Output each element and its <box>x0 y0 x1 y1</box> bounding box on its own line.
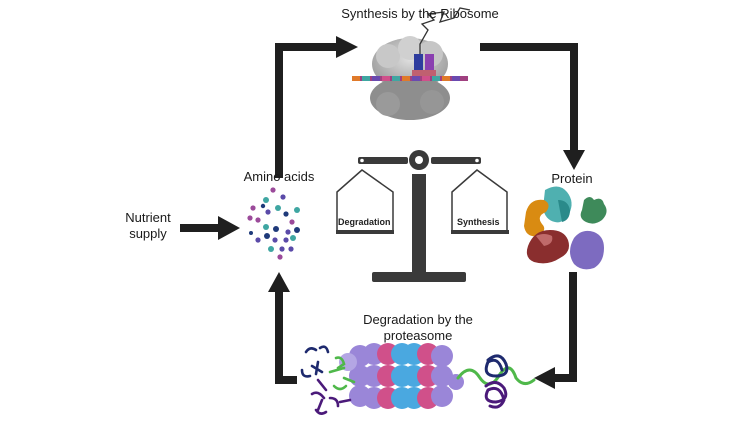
balance-synthesis-label: Synthesis <box>457 217 500 227</box>
balance-degradation-label: Degradation <box>338 217 391 227</box>
proteasome-icon <box>339 343 464 409</box>
degradation-label-line2: proteasome <box>383 328 453 343</box>
proteasome-degradation-label: Degradation by the proteasome <box>348 312 488 344</box>
peptide-chain <box>419 7 471 54</box>
nutrient-supply-label: Nutrient supply <box>118 210 178 242</box>
mrna-strand <box>352 76 460 81</box>
degraded-fragments <box>300 345 356 415</box>
degradation-label-line1: Degradation by the <box>363 312 473 327</box>
arrow-to-ribosome <box>275 36 358 178</box>
unfolded-protein-chain <box>456 354 536 409</box>
trna-purple <box>425 54 434 70</box>
arrow-to-proteasome <box>534 272 577 389</box>
amino-acids-cluster <box>247 187 300 260</box>
trna-blue <box>414 54 423 70</box>
ribosome-icon <box>352 7 471 120</box>
arrow-to-protein <box>480 43 585 170</box>
arrow-to-amino-acids <box>268 272 297 384</box>
protein-cluster-icon <box>524 186 607 270</box>
protein-label: Protein <box>551 171 593 186</box>
ribosome-synthesis-label: Synthesis by the Ribosome <box>341 6 499 21</box>
arrow-nutrient-supply <box>180 216 240 240</box>
nutrient-label-line1: Nutrient <box>125 210 171 225</box>
amino-acids-label: Amino acids <box>243 169 315 184</box>
balance-scale-icon <box>336 150 509 282</box>
nutrient-label-line2: supply <box>129 226 167 241</box>
